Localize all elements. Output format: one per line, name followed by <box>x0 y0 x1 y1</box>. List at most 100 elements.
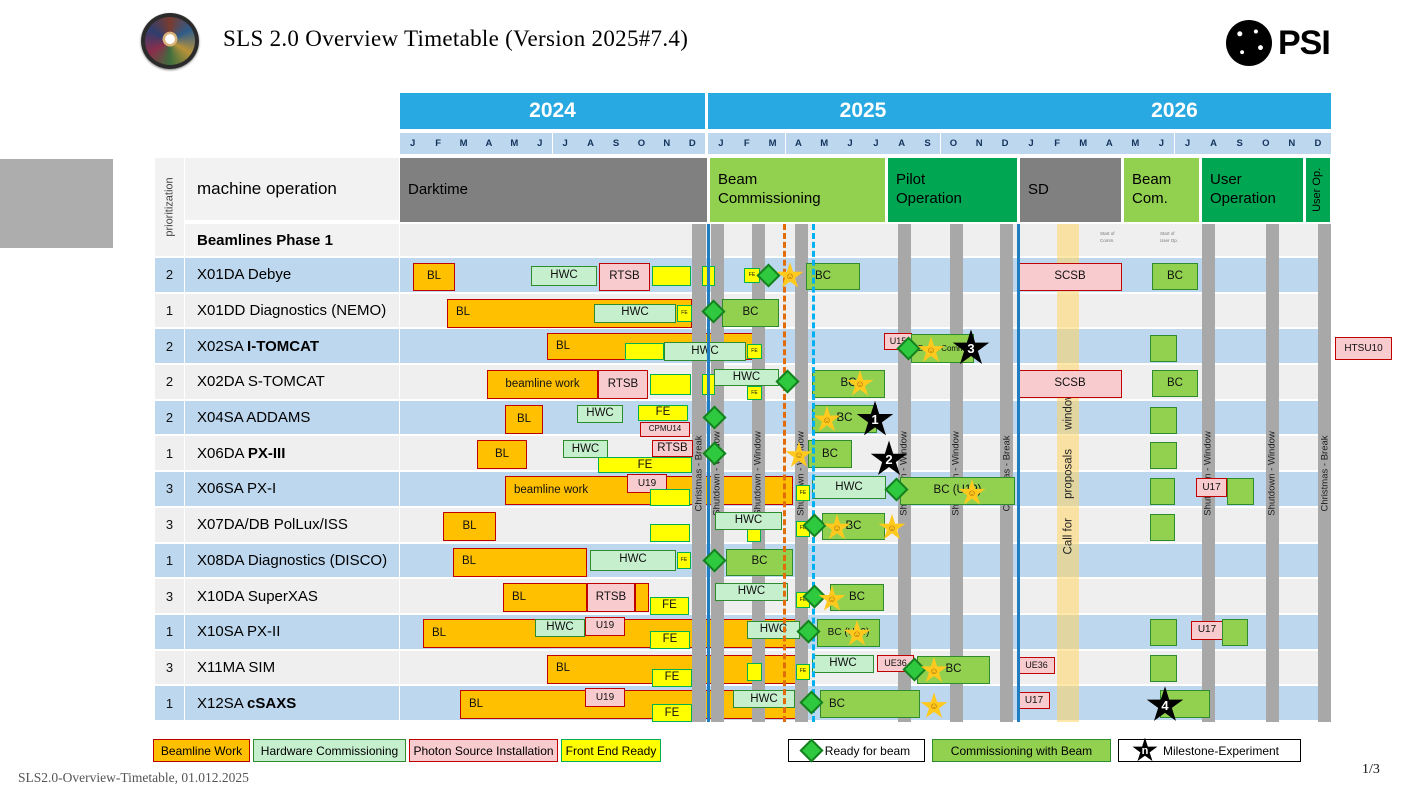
row-label: X01DD Diagnostics (NEMO) <box>185 293 400 330</box>
priority-cell: 2 <box>155 400 185 437</box>
shutdown-band: Shutdown - Window <box>1202 224 1215 722</box>
month-cell: O <box>628 133 656 154</box>
priority-cell: 2 <box>155 329 185 366</box>
row-label: X07DA/DB PolLux/ISS <box>185 507 400 544</box>
month-cell: F <box>1044 133 1072 154</box>
gantt-bar-hwc: HWC <box>747 620 800 639</box>
gantt-bar-bl <box>635 583 649 613</box>
milestone-star-icon: n <box>1132 737 1158 762</box>
gantt-bar-bl: BL <box>413 263 455 291</box>
gantt-bar-pink: U19 <box>585 616 625 636</box>
gantt-bar-hwc: HWC <box>812 654 874 673</box>
legend-ready-for-beam: Ready for beam <box>788 738 925 763</box>
month-cell: J <box>400 133 427 154</box>
gantt-bar-bc: BC <box>808 440 852 469</box>
month-cell: M <box>1122 133 1150 154</box>
gantt-bar-pink: SCSB <box>1018 370 1122 399</box>
left-gray-block <box>0 159 113 248</box>
gantt-bar-bc <box>1150 442 1177 470</box>
priority-cell: 3 <box>155 472 185 508</box>
gantt-bar-pink: U19 <box>627 474 667 494</box>
gantt-bar-fe: FE <box>652 668 692 687</box>
shutdown-band-label: Shutdown - Window <box>1267 430 1279 516</box>
year-boundary-line <box>1017 224 1020 722</box>
shutdown-band-label: Shutdown - Window <box>753 430 765 516</box>
shutdown-band: Christmas - Break <box>1000 224 1013 722</box>
month-cell: M <box>759 133 787 154</box>
month-cell: O <box>940 133 968 154</box>
priority-cell: 2 <box>155 365 185 401</box>
month-cell: J <box>863 133 890 154</box>
priority-cell: 3 <box>155 650 185 687</box>
phase-label: Beamlines Phase 1 <box>185 224 400 258</box>
row-label: X10DA SuperXAS <box>185 579 400 615</box>
gantt-bar-fe: FE <box>598 457 692 474</box>
machine-op-segment: User Operation <box>1202 158 1304 222</box>
month-cell: M <box>501 133 529 154</box>
priority-cell: 3 <box>155 579 185 615</box>
machine-op-segment: Beam Commissioning <box>710 158 886 222</box>
legend-bl: Beamline Work <box>153 739 250 762</box>
gantt-bar-hwc: HWC <box>715 583 788 602</box>
dashed-milestone-line <box>783 224 786 722</box>
legend-bc: Commissioning with Beam <box>932 739 1111 762</box>
month-cell: J <box>1174 133 1202 154</box>
row-label: X11MA SIM <box>185 650 400 687</box>
gantt-bar-bl: beamline work <box>487 370 598 400</box>
row-label: X02SA I-TOMCAT <box>185 329 400 366</box>
gantt-bar-pink: UE36 <box>1018 656 1055 674</box>
gantt-bar-hwc: HWC <box>590 549 676 571</box>
gantt-bar-fe: FE <box>747 386 762 401</box>
month-cell: D <box>1304 133 1332 154</box>
gantt-bar-fe: FE <box>677 304 692 322</box>
legend-hwc: Hardware Commissioning <box>253 739 406 762</box>
month-cell: J <box>552 133 579 154</box>
shutdown-band-label: Christmas - Break <box>1319 434 1331 512</box>
gantt-bar-bc <box>1150 513 1175 541</box>
month-cell: A <box>476 133 503 154</box>
row-label: X12SA cSAXS <box>185 686 400 722</box>
priority-cell: 1 <box>155 293 185 330</box>
gantt-bar-pink: U17 <box>1191 620 1223 640</box>
legend-label: Milestone-Experiment <box>1162 743 1280 758</box>
month-cell: O <box>1252 133 1280 154</box>
gantt-bar-hwc: HWC <box>531 266 597 286</box>
machine-operation-label: machine operation <box>185 158 400 222</box>
gantt-bar-fe: FE <box>796 485 810 502</box>
row-label: X01DA Debye <box>185 258 400 294</box>
gantt-bar-pink: HTSU10 <box>1335 337 1392 361</box>
sls-logo <box>141 13 199 69</box>
row-label: X02DA S-TOMCAT <box>185 365 400 401</box>
gantt-bar-hwc: HWC <box>535 618 585 637</box>
gantt-bar-fe: FE <box>652 704 692 723</box>
gantt-bar-bc: BC (U19) <box>900 477 1015 506</box>
gantt-bar-pink: RTSB <box>587 583 635 613</box>
footer-document-name: SLS2.0-Overview-Timetable, 01.012.2025 <box>18 770 249 785</box>
month-cell: S <box>1226 133 1254 154</box>
gantt-bar-hwc: HWC <box>733 690 795 709</box>
priority-cell: 1 <box>155 543 185 580</box>
prioritization-label: prioritization <box>163 177 176 237</box>
gantt-bar-fe <box>650 489 690 507</box>
month-cell: J <box>527 133 554 154</box>
gantt-bar-pink: RTSB <box>598 370 648 400</box>
gantt-bar-pink: CPMU14 <box>640 421 690 437</box>
gantt-bar-bc: BC <box>1152 263 1198 290</box>
shutdown-band-label: Christmas - Break <box>693 434 705 512</box>
gantt-bar-fe: FE <box>650 630 690 649</box>
shutdown-band: Shutdown - Window <box>795 224 808 722</box>
psi-logo: PSI <box>1226 20 1331 66</box>
gantt-bar-fe: FE <box>747 344 762 360</box>
month-cell: A <box>1096 133 1124 154</box>
month-cell: N <box>1278 133 1306 154</box>
gantt-bar-fe: FE <box>677 551 691 569</box>
gantt-bar-hwc: HWC <box>812 476 886 500</box>
gantt-bar-hwc: HWC <box>577 404 623 423</box>
call-for-proposals-label: Call for proposals window <box>1062 391 1075 555</box>
gantt-bar-pink: U17 <box>1196 478 1227 498</box>
year-cell: 2025 <box>708 93 1018 129</box>
gantt-bar-bc: BC <box>726 548 793 576</box>
month-cell: S <box>603 133 630 154</box>
shutdown-band: Shutdown - Window <box>950 224 963 722</box>
